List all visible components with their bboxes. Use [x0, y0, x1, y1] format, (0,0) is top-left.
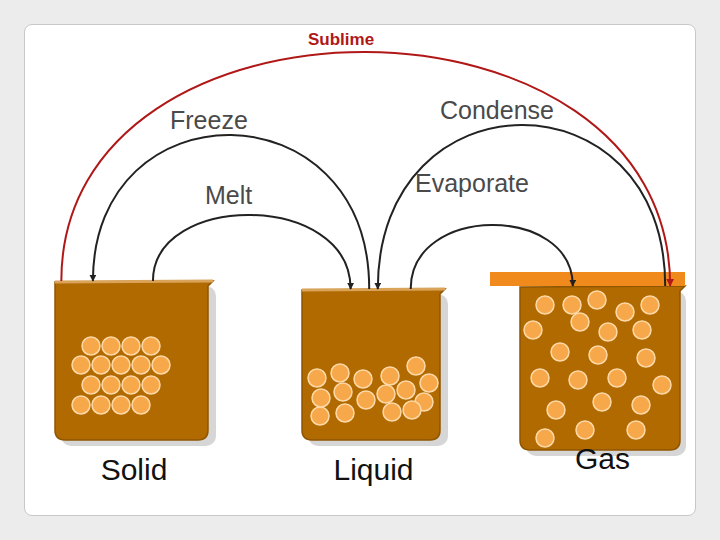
- solid-particles: [72, 337, 170, 414]
- transition-arrow: [411, 225, 573, 289]
- transition-label: Melt: [205, 181, 252, 210]
- transition-arrow: [378, 125, 665, 289]
- beaker-bodies: [55, 281, 685, 450]
- gas-particles: [524, 291, 671, 447]
- state-label: Gas: [500, 442, 705, 476]
- transition-arrow: [153, 215, 351, 289]
- liquid-particles: [308, 357, 438, 425]
- beaker-node: Gas: [520, 286, 685, 450]
- beaker-node: Liquid: [302, 289, 445, 440]
- state-label: Liquid: [282, 453, 465, 487]
- transition-arrow: [93, 135, 369, 289]
- transition-label: Condense: [440, 96, 554, 125]
- transition-label: Evaporate: [415, 169, 529, 198]
- beaker-rims: [55, 281, 445, 290]
- transition-label: Sublime: [308, 30, 374, 50]
- transition-arrow: [61, 52, 670, 286]
- beaker-node: Solid: [55, 281, 213, 440]
- transition-label: Freeze: [170, 106, 248, 135]
- state-label: Solid: [35, 453, 233, 487]
- gas-lid: [490, 272, 685, 286]
